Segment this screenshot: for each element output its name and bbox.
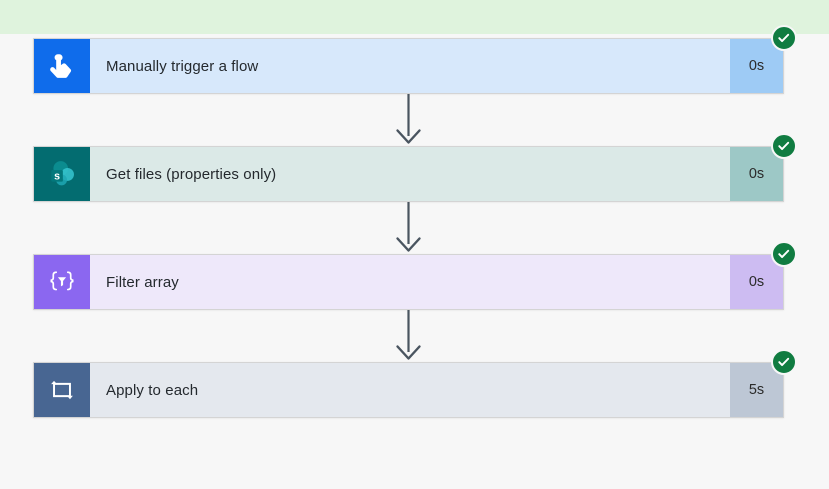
- flow-node-apply-to-each[interactable]: Apply to each 5s: [33, 349, 797, 418]
- status-badge: [771, 25, 797, 51]
- filter-braces-icon: [34, 255, 90, 309]
- check-circle-icon: [777, 355, 791, 369]
- check-circle-icon: [777, 31, 791, 45]
- tap-hand-icon: [34, 39, 90, 93]
- flow-node-title: Manually trigger a flow: [106, 57, 259, 75]
- flow-connector-2: [33, 202, 784, 254]
- flow-node-get-files-properties-only[interactable]: s Get files (properties only) 0s: [33, 133, 797, 202]
- flow-node-title: Filter array: [106, 273, 179, 291]
- flow-node-duration: 5s: [730, 363, 783, 417]
- flow-connector-1: [33, 94, 784, 146]
- status-badge: [771, 133, 797, 159]
- check-circle-icon: [777, 139, 791, 153]
- flow-node-title: Get files (properties only): [106, 165, 277, 183]
- flow-node-filter-array[interactable]: Filter array 0s: [33, 241, 797, 310]
- status-badge: [771, 241, 797, 267]
- flow-node-manually-trigger-a-flow[interactable]: Manually trigger a flow 0s: [33, 25, 797, 94]
- check-circle-icon: [777, 247, 791, 261]
- svg-text:s: s: [54, 170, 60, 182]
- flow-node-duration: 0s: [730, 147, 783, 201]
- sharepoint-icon: s: [34, 147, 90, 201]
- flow-node-duration: 0s: [730, 39, 783, 93]
- status-badge: [771, 349, 797, 375]
- flow-connector-3: [33, 310, 784, 362]
- flow-diagram: Manually trigger a flow 0s s Get files (pro…: [33, 25, 797, 418]
- loop-arrows-icon: [34, 363, 90, 417]
- flow-node-title: Apply to each: [106, 381, 199, 399]
- flow-node-duration: 0s: [730, 255, 783, 309]
- run-status-banner: [0, 0, 829, 34]
